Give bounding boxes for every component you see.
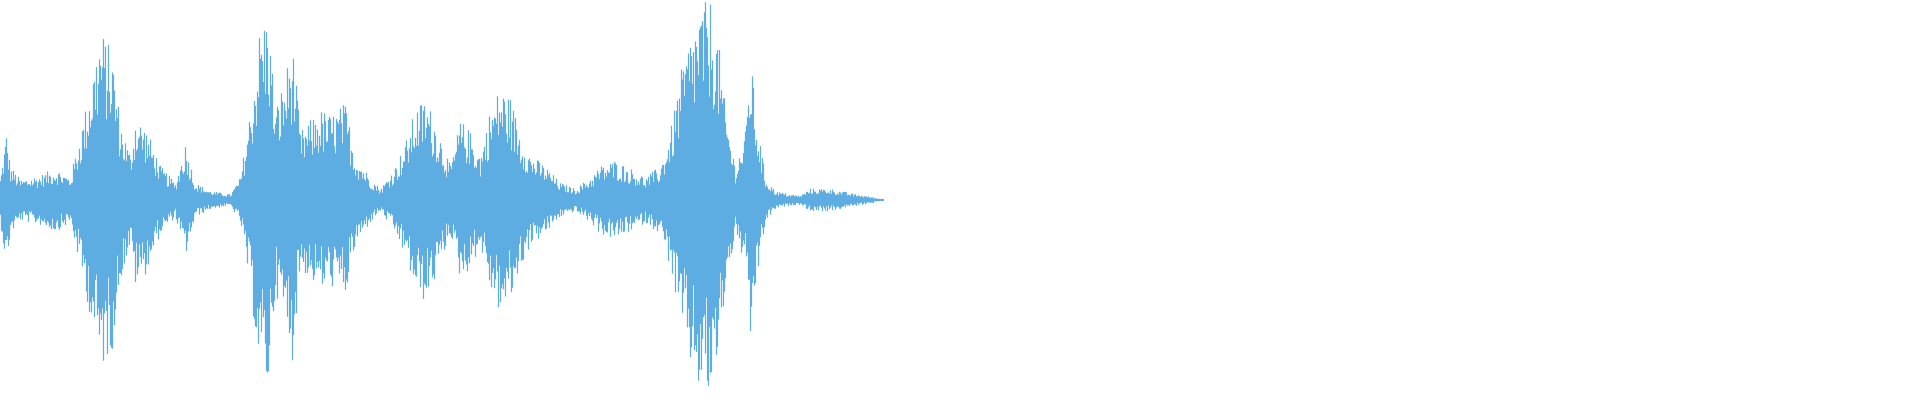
waveform-bars: [0, 2, 885, 386]
waveform-path: [0, 2, 885, 386]
